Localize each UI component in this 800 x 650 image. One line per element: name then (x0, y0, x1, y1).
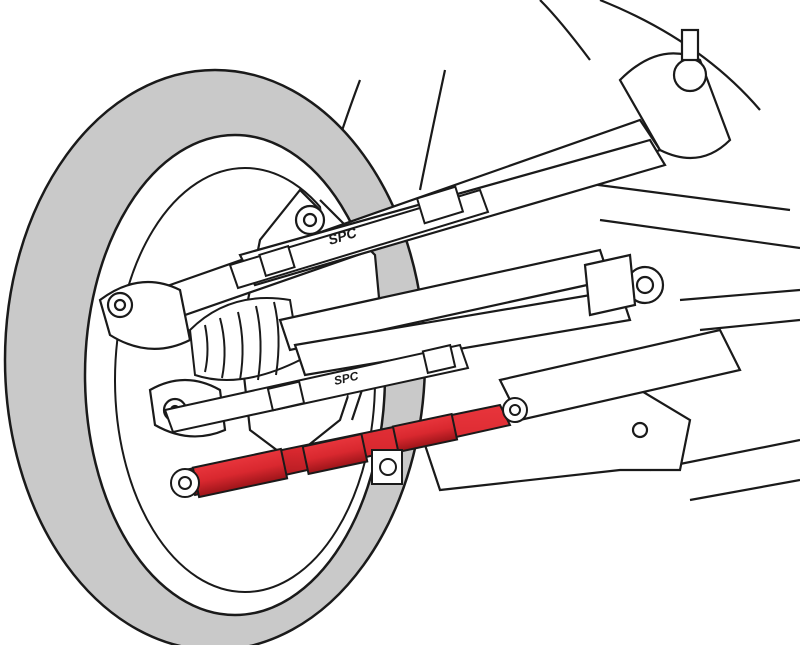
lower-arm (418, 328, 742, 492)
svg-text:SPC: SPC (333, 369, 361, 388)
upper-mount (583, 28, 732, 317)
middle-link: SPC (163, 343, 470, 434)
highlighted-toe-link (170, 397, 528, 499)
upper-camber-link: SPC (228, 185, 490, 290)
